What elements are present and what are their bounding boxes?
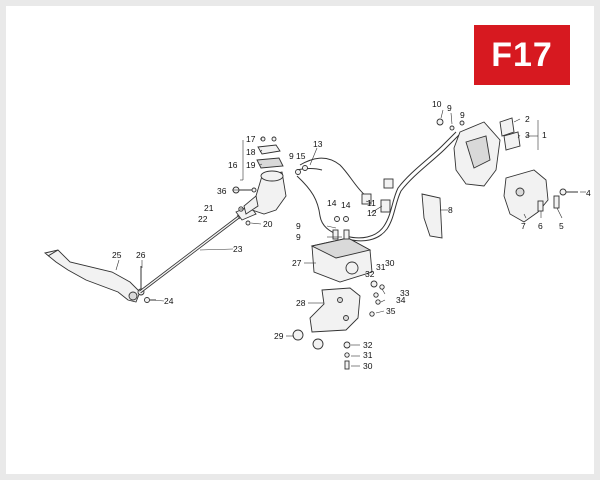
- callout-labels: 1 2 3 4 5 6 7 8 9 9 9 9 9 10 11 12 13 14…: [112, 99, 591, 371]
- brake-pads[interactable]: [499, 117, 521, 151]
- callout-7: 7: [521, 221, 526, 231]
- callout-28: 28: [296, 298, 306, 308]
- callout-16: 16: [228, 160, 238, 170]
- callout-8: 8: [448, 205, 453, 215]
- callout-32-top: 32: [365, 269, 375, 279]
- callout-14-b: 14: [341, 200, 351, 210]
- callout-27: 27: [292, 258, 302, 268]
- callout-1: 1: [542, 130, 547, 140]
- callout-30-bottom: 30: [363, 361, 373, 371]
- callout-15: 15: [296, 151, 306, 161]
- callout-9-abs-a: 9: [296, 221, 301, 231]
- abs-bracket[interactable]: [309, 287, 361, 333]
- section-badge: F17: [474, 25, 570, 85]
- callout-3: 3: [525, 130, 530, 140]
- callout-2: 2: [525, 114, 530, 124]
- master-brake-hose[interactable]: [295, 157, 372, 236]
- callout-19: 19: [246, 160, 256, 170]
- callout-32-bottom: 32: [363, 340, 373, 350]
- callout-12: 12: [367, 208, 377, 218]
- callout-21: 21: [204, 203, 214, 213]
- callout-20: 20: [263, 219, 273, 229]
- reservoir-cap[interactable]: [256, 136, 284, 169]
- callout-26: 26: [136, 250, 146, 260]
- brake-pedal[interactable]: [44, 249, 141, 303]
- callout-9-caliper-b: 9: [460, 110, 465, 120]
- callout-34: 34: [396, 295, 406, 305]
- callout-5: 5: [559, 221, 564, 231]
- rear-brake-caliper[interactable]: [436, 118, 501, 187]
- push-rod[interactable]: [139, 211, 245, 294]
- callout-11: 11: [367, 198, 376, 208]
- hose-bracket[interactable]: [421, 193, 443, 239]
- callout-22: 22: [198, 214, 208, 224]
- caliper-brake-hose[interactable]: [345, 131, 460, 242]
- master-cylinder[interactable]: [243, 170, 287, 215]
- callout-33: 33: [400, 288, 410, 298]
- callout-31-top: 31: [376, 262, 386, 272]
- callout-23: 23: [233, 244, 243, 254]
- leader-lines: [115, 109, 586, 367]
- rubber-damper[interactable]: [292, 329, 324, 350]
- callout-24: 24: [164, 296, 174, 306]
- abs-modulator[interactable]: [310, 216, 373, 283]
- callout-31-bottom: 31: [363, 350, 373, 360]
- callout-17: 17: [246, 134, 256, 144]
- abs-fasteners[interactable]: [343, 280, 385, 370]
- callout-18: 18: [246, 147, 256, 157]
- callout-9-master: 9: [289, 151, 294, 161]
- callout-14-a: 14: [327, 198, 337, 208]
- callout-30-top: 30: [385, 258, 395, 268]
- caliper-bracket[interactable]: [503, 169, 578, 223]
- callout-10: 10: [432, 99, 442, 109]
- callout-35: 35: [386, 306, 396, 316]
- callout-29: 29: [274, 331, 284, 341]
- callout-25: 25: [112, 250, 122, 260]
- callout-9-abs-b: 9: [296, 232, 301, 242]
- callout-36: 36: [217, 186, 227, 196]
- callout-4: 4: [586, 188, 591, 198]
- callout-13: 13: [313, 139, 323, 149]
- callout-6: 6: [538, 221, 543, 231]
- callout-9-caliper-a: 9: [447, 103, 452, 113]
